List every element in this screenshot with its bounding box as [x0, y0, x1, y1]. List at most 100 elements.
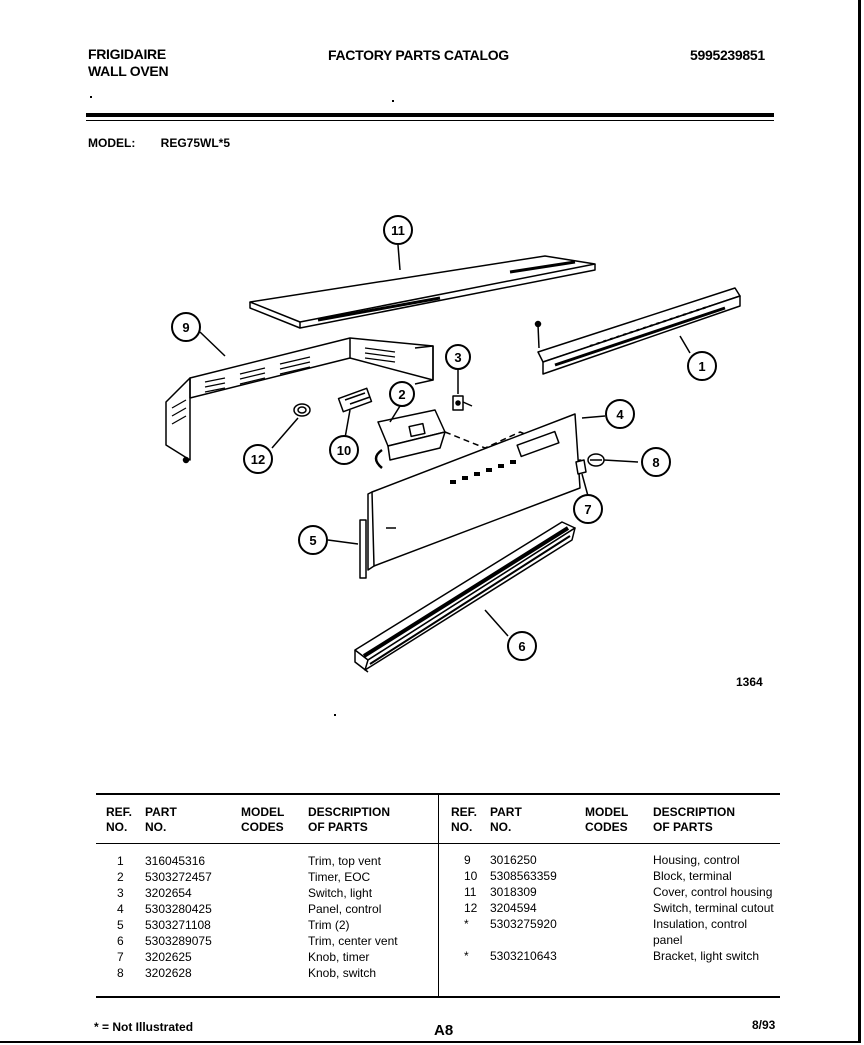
model-value: REG75WL*5: [160, 136, 231, 150]
leader-11: [397, 244, 401, 271]
leader-2: [389, 405, 401, 423]
leader-7: [581, 473, 589, 497]
part-no: 5303289075: [145, 934, 212, 948]
part-block-terminal: [337, 387, 373, 413]
svg-text:6: 6: [518, 639, 525, 654]
description: Trim, top vent: [308, 854, 381, 868]
product-type: WALL OVEN: [88, 63, 169, 79]
part-no: 5308563359: [490, 869, 557, 883]
part-no: 316045316: [145, 854, 206, 868]
callout-12: 12: [243, 444, 273, 474]
description: Trim (2): [308, 918, 350, 932]
part-switch-light: [452, 395, 473, 411]
ref-no: 5: [117, 918, 124, 932]
description: Insulation, control: [653, 917, 748, 931]
description: Switch, terminal cutout: [653, 901, 774, 915]
description: Knob, switch: [308, 966, 377, 980]
svg-text:1: 1: [698, 359, 705, 374]
part-knob-timer: [575, 459, 587, 475]
ref-no: 6: [117, 934, 124, 948]
header-description-left: DESCRIPTION OF PARTS: [308, 805, 391, 834]
leader-5: [327, 539, 359, 545]
part-no: 5303280425: [145, 902, 212, 916]
leader-4: [581, 415, 606, 419]
ref-no: 4: [117, 902, 124, 916]
part-trim-side: [359, 519, 367, 579]
svg-text:11: 11: [391, 223, 405, 238]
ref-no: 9: [464, 853, 471, 867]
speck: [334, 714, 336, 716]
part-no: 3016250: [490, 853, 537, 867]
callout-4: 4: [605, 399, 635, 429]
page-number: A8: [434, 1022, 454, 1039]
description: Panel, control: [308, 902, 382, 916]
svg-text:7: 7: [584, 502, 591, 517]
svg-text:12: 12: [251, 452, 265, 467]
callout-9: 9: [171, 312, 201, 342]
alignment-dashes: [444, 431, 536, 449]
part-no: 5303271108: [145, 918, 211, 932]
header-rule-thick: [86, 113, 774, 117]
description: Timer, EOC: [308, 870, 371, 884]
revision-date: 8/93: [752, 1018, 776, 1032]
ref-no: 3: [117, 886, 124, 900]
leader-6: [484, 609, 509, 637]
leader-12: [271, 417, 299, 449]
catalog-number: 5995239851: [690, 47, 765, 63]
header-part-no-left: PART NO.: [145, 805, 177, 834]
part-no: 3018309: [490, 885, 537, 899]
svg-text:9: 9: [182, 320, 189, 335]
ref-no: 11: [464, 885, 477, 899]
diagram-number: 1364: [736, 675, 763, 689]
part-cover-control-housing: [249, 255, 596, 329]
table-column-divider: [438, 794, 439, 996]
ref-no: *: [464, 949, 469, 963]
svg-text:3: 3: [454, 350, 461, 365]
callout-2: 2: [389, 381, 415, 407]
callout-5: 5: [298, 525, 328, 555]
callout-11: 11: [383, 215, 413, 245]
svg-text:4: 4: [616, 407, 624, 422]
part-switch-terminal-cutout: [293, 403, 311, 417]
header-ref-no-right: REF. NO.: [451, 805, 478, 834]
part-timer-eoc: [374, 409, 446, 469]
svg-text:2: 2: [398, 387, 405, 402]
description: Housing, control: [653, 853, 740, 867]
header-rule-thin: [86, 120, 774, 121]
description: Cover, control housing: [653, 885, 773, 899]
brand-name: FRIGIDAIRE: [88, 46, 166, 62]
part-no: 5303210643: [490, 949, 557, 963]
leader-9: [199, 331, 226, 357]
ref-no: 12: [464, 901, 478, 915]
svg-text:5: 5: [309, 533, 316, 548]
part-no: 3202628: [145, 966, 192, 980]
header-model-codes-right: MODEL CODES: [585, 805, 629, 834]
ref-no: 7: [117, 950, 124, 964]
model-line: MODEL: REG75WL*5: [88, 136, 230, 150]
callout-7: 7: [573, 494, 603, 524]
ref-no: 10: [464, 869, 478, 883]
svg-text:10: 10: [337, 443, 351, 458]
description: Trim, center vent: [308, 934, 398, 948]
description: Block, terminal: [653, 869, 732, 883]
part-housing-control: [165, 337, 434, 464]
part-no: 3204594: [490, 901, 537, 915]
callout-1: 1: [687, 351, 717, 381]
table-bottom-rule: [96, 996, 780, 998]
description: Knob, timer: [308, 950, 370, 964]
header-part-no-right: PART NO.: [490, 805, 522, 834]
part-trim-center-vent: [354, 521, 576, 673]
header-ref-no-left: REF. NO.: [106, 805, 133, 834]
header-description-right: DESCRIPTION OF PARTS: [653, 805, 736, 834]
leader-8: [603, 459, 639, 463]
part-no: 5303272457: [145, 870, 212, 884]
part-no: 3202654: [145, 886, 192, 900]
catalog-title: FACTORY PARTS CATALOG: [328, 47, 509, 63]
description: Bracket, light switch: [653, 949, 760, 963]
ref-no: 2: [117, 870, 124, 884]
part-no: 3202625: [145, 950, 192, 964]
part-no: 5303275920: [490, 917, 557, 931]
part-panel-control: [367, 413, 583, 571]
brand-block: FRIGIDAIRE WALL OVEN: [88, 46, 169, 80]
